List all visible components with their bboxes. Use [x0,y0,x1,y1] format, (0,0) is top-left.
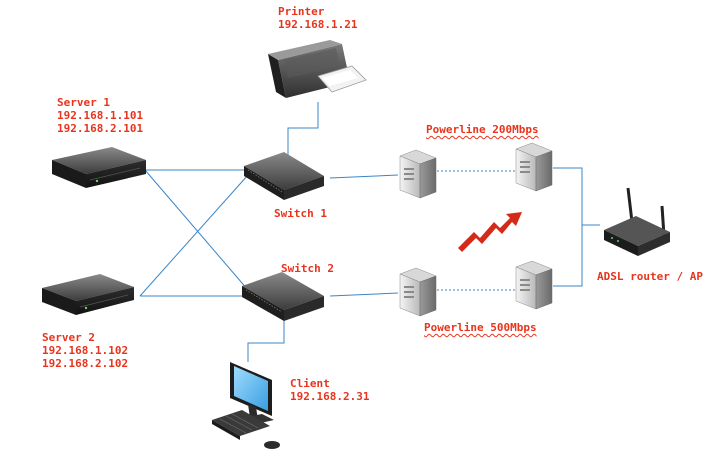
server1-ip-2: 192.168.2.101 [57,122,144,135]
network-switch-icon [242,272,324,321]
router-label: ADSL router / AP [597,270,703,283]
printer-ip: 192.168.1.21 [278,18,358,31]
links [139,102,600,362]
printer-name: Printer [278,5,325,18]
client-name: Client [290,377,330,390]
link-server1-switch2 [144,169,249,291]
powerline-adapter-icon [399,267,437,317]
powerline-top-label: Powerline 200Mbps [426,123,539,136]
link-switch1-powerline [329,174,399,179]
link-server2-switch1 [139,174,249,297]
server2-ip-2: 192.168.2.102 [42,357,129,370]
powerline-bottom-name: Powerline 500Mbps [424,321,537,334]
server1-label: Server 1 192.168.1.101 192.168.2.101 [57,96,143,135]
switch2-name: Switch 2 [281,262,334,275]
network-switch-icon [244,152,324,200]
powerline-adapter-icon [515,260,553,310]
printer-label: Printer 192.168.1.21 [278,5,357,31]
client-ip: 192.168.2.31 [290,390,370,403]
switch2-label: Switch 2 [281,262,334,275]
rack-server-icon [52,147,146,188]
switch1-label: Switch 1 [274,207,327,220]
powerline-adapter-icon [399,149,437,199]
wireless-router-icon [604,187,670,256]
powerline-bottom-label: Powerline 500Mbps [424,321,537,334]
server1-name: Server 1 [57,96,110,109]
server2-label: Server 2 192.168.1.102 192.168.2.102 [42,331,128,370]
router-name: ADSL router / AP [597,270,703,283]
powerline-adapter-icon [515,142,553,192]
server2-name: Server 2 [42,331,95,344]
link-printer-switch1 [287,102,319,160]
link-powerline-top-router [553,167,600,226]
server2-ip-1: 192.168.1.102 [42,344,129,357]
link-switch2-powerline [329,292,399,297]
printer-icon [268,40,367,98]
client-label: Client 192.168.2.31 [290,377,369,403]
switch1-name: Switch 1 [274,207,327,220]
link-powerline-bottom-router [553,225,583,287]
powerline-top-name: Powerline 200Mbps [426,123,539,136]
rack-server-icon [42,274,134,315]
link-switch2-client [247,318,285,362]
lightning-arrow-icon [458,212,522,252]
desktop-computer-icon [212,362,280,449]
server1-ip-1: 192.168.1.101 [57,109,144,122]
